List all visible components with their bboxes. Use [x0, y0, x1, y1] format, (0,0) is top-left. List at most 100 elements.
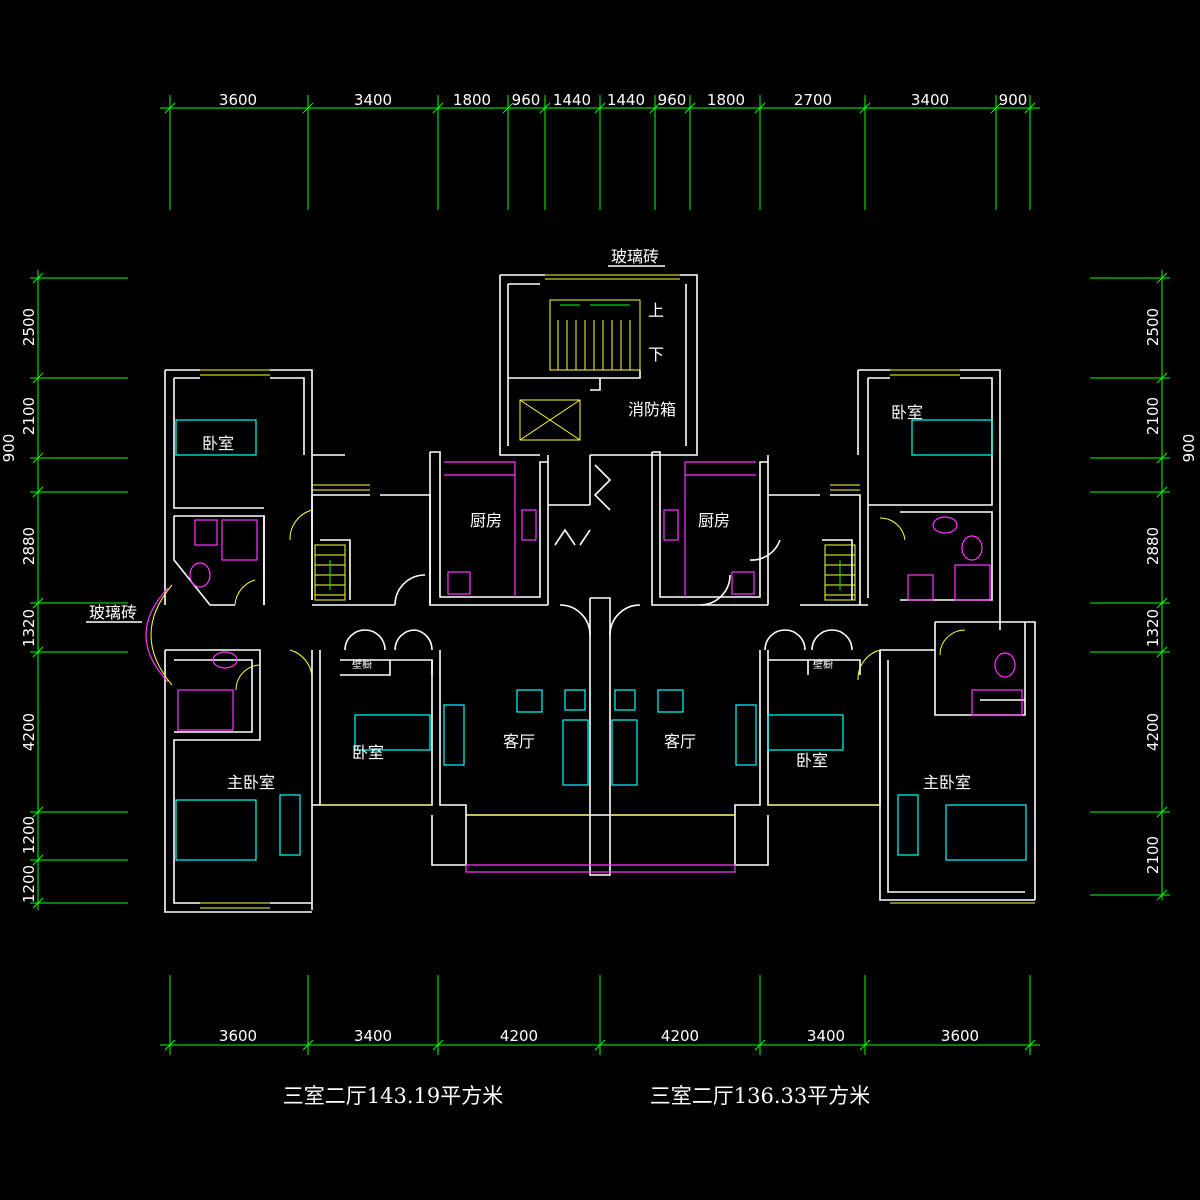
dimension-tick	[1090, 806, 1170, 818]
top-dim-7: 960	[658, 91, 687, 109]
walls	[164, 274, 1036, 913]
bed	[767, 714, 844, 751]
toilet	[189, 562, 211, 588]
toilet	[994, 652, 1016, 678]
furniture	[175, 419, 1027, 861]
right-dim-6: 4200	[1144, 713, 1162, 751]
dimension-tick	[754, 95, 766, 210]
glass-brick-arc	[150, 584, 173, 686]
bed	[175, 799, 257, 861]
fixtures	[177, 461, 1023, 731]
dimension-tick	[1090, 272, 1170, 284]
side-table	[614, 689, 636, 711]
dimension-tick	[649, 95, 661, 210]
bedroom-left-top-label: 卧室	[202, 434, 234, 453]
kitchen-counter	[444, 461, 516, 597]
dimension-tick	[302, 95, 314, 210]
top-dim-8: 1800	[707, 91, 745, 109]
dimension-tick	[1090, 486, 1170, 498]
right-dim-4: 2880	[1144, 527, 1162, 565]
basin	[212, 651, 238, 669]
side-table	[564, 689, 586, 711]
doors	[234, 464, 966, 691]
right-dimension-string: 2500 2100 900 2880 1320 4200 2100	[1090, 270, 1198, 901]
bottom-dim-6: 3600	[941, 1027, 979, 1045]
windows	[145, 274, 1035, 909]
dimension-tick	[30, 854, 128, 866]
glass-brick-top-label: 玻璃砖	[611, 247, 659, 266]
dimension-tick	[30, 897, 128, 909]
right-dim-2: 2100	[1144, 397, 1162, 435]
master-right-label: 主卧室	[923, 773, 971, 792]
toilet	[961, 535, 983, 561]
main-stair	[519, 299, 641, 441]
armchair	[516, 689, 543, 713]
dimension-tick	[539, 95, 551, 210]
desk	[279, 794, 301, 856]
dimension-tick	[302, 975, 314, 1055]
dimension-tick	[30, 486, 128, 498]
shower	[221, 519, 258, 561]
bed	[175, 419, 257, 456]
bed	[354, 714, 431, 751]
dimension-tick	[1090, 597, 1170, 609]
dimension-tick	[990, 95, 1002, 210]
top-dim-10: 3400	[911, 91, 949, 109]
top-dim-4: 960	[512, 91, 541, 109]
master-left-label: 主卧室	[227, 773, 275, 792]
bottom-dim-5: 3400	[807, 1027, 845, 1045]
fire-box-label: 消防箱	[628, 400, 676, 419]
living-left-label: 客厅	[503, 732, 535, 751]
dimension-tick	[594, 95, 606, 210]
dimension-tick	[30, 372, 128, 384]
area-caption-left: 三室二厅143.19平方米	[283, 1084, 503, 1108]
bottom-dimension-string: 3600 3400 4200 4200 3400 3600	[160, 975, 1040, 1055]
top-dim-1: 3600	[219, 91, 257, 109]
left-dim-4: 2880	[20, 527, 38, 565]
bathtub	[177, 689, 234, 731]
right-unit-stair	[824, 544, 856, 601]
left-dim-8: 1200	[20, 865, 38, 903]
dimension-tick	[432, 975, 444, 1055]
kitchen-left-label: 厨房	[470, 511, 502, 530]
dimension-tick	[1024, 95, 1036, 210]
top-dim-5: 1440	[553, 91, 591, 109]
tv-cabinet	[443, 704, 465, 766]
dimension-tick	[432, 95, 444, 210]
right-dim-7: 2100	[1144, 836, 1162, 874]
dimension-tick	[1024, 975, 1036, 1055]
dimension-tick	[684, 95, 696, 210]
dimension-tick	[594, 975, 606, 1055]
glass-brick-left-label: 玻璃砖	[89, 603, 137, 622]
bathtub	[971, 689, 1023, 716]
basin	[932, 516, 958, 534]
left-dim-2: 2100	[20, 397, 38, 435]
dimension-tick	[164, 975, 176, 1055]
top-dim-6: 1440	[607, 91, 645, 109]
sofa	[611, 719, 638, 786]
top-dim-2: 3400	[354, 91, 392, 109]
dimension-tick	[1090, 889, 1170, 901]
closet-left-label: 壁橱	[352, 658, 372, 671]
bedroom-left-mid-label: 卧室	[352, 743, 384, 762]
dimension-tick	[1090, 646, 1170, 658]
stair-up-label: 上	[648, 301, 664, 320]
dimension-tick	[502, 95, 514, 210]
closet-right-label: 壁橱	[813, 658, 833, 671]
top-dim-11: 900	[999, 91, 1028, 109]
kitchen-right-label: 厨房	[698, 511, 730, 530]
left-unit-stair	[314, 544, 346, 601]
bedroom-right-top-label: 卧室	[891, 403, 923, 422]
stair-down-label: 下	[648, 345, 664, 364]
bed	[911, 419, 993, 456]
armchair	[657, 689, 684, 713]
bed	[945, 804, 1027, 861]
top-dim-9: 2700	[794, 91, 832, 109]
left-dimension-string: 2500 2100 900 2880 1320 4200 1200 1200	[0, 270, 128, 910]
bay-window	[465, 864, 736, 873]
dimension-tick	[859, 95, 871, 210]
dimension-tick	[1090, 372, 1170, 384]
shower	[954, 564, 991, 601]
dimension-tick	[754, 975, 766, 1055]
